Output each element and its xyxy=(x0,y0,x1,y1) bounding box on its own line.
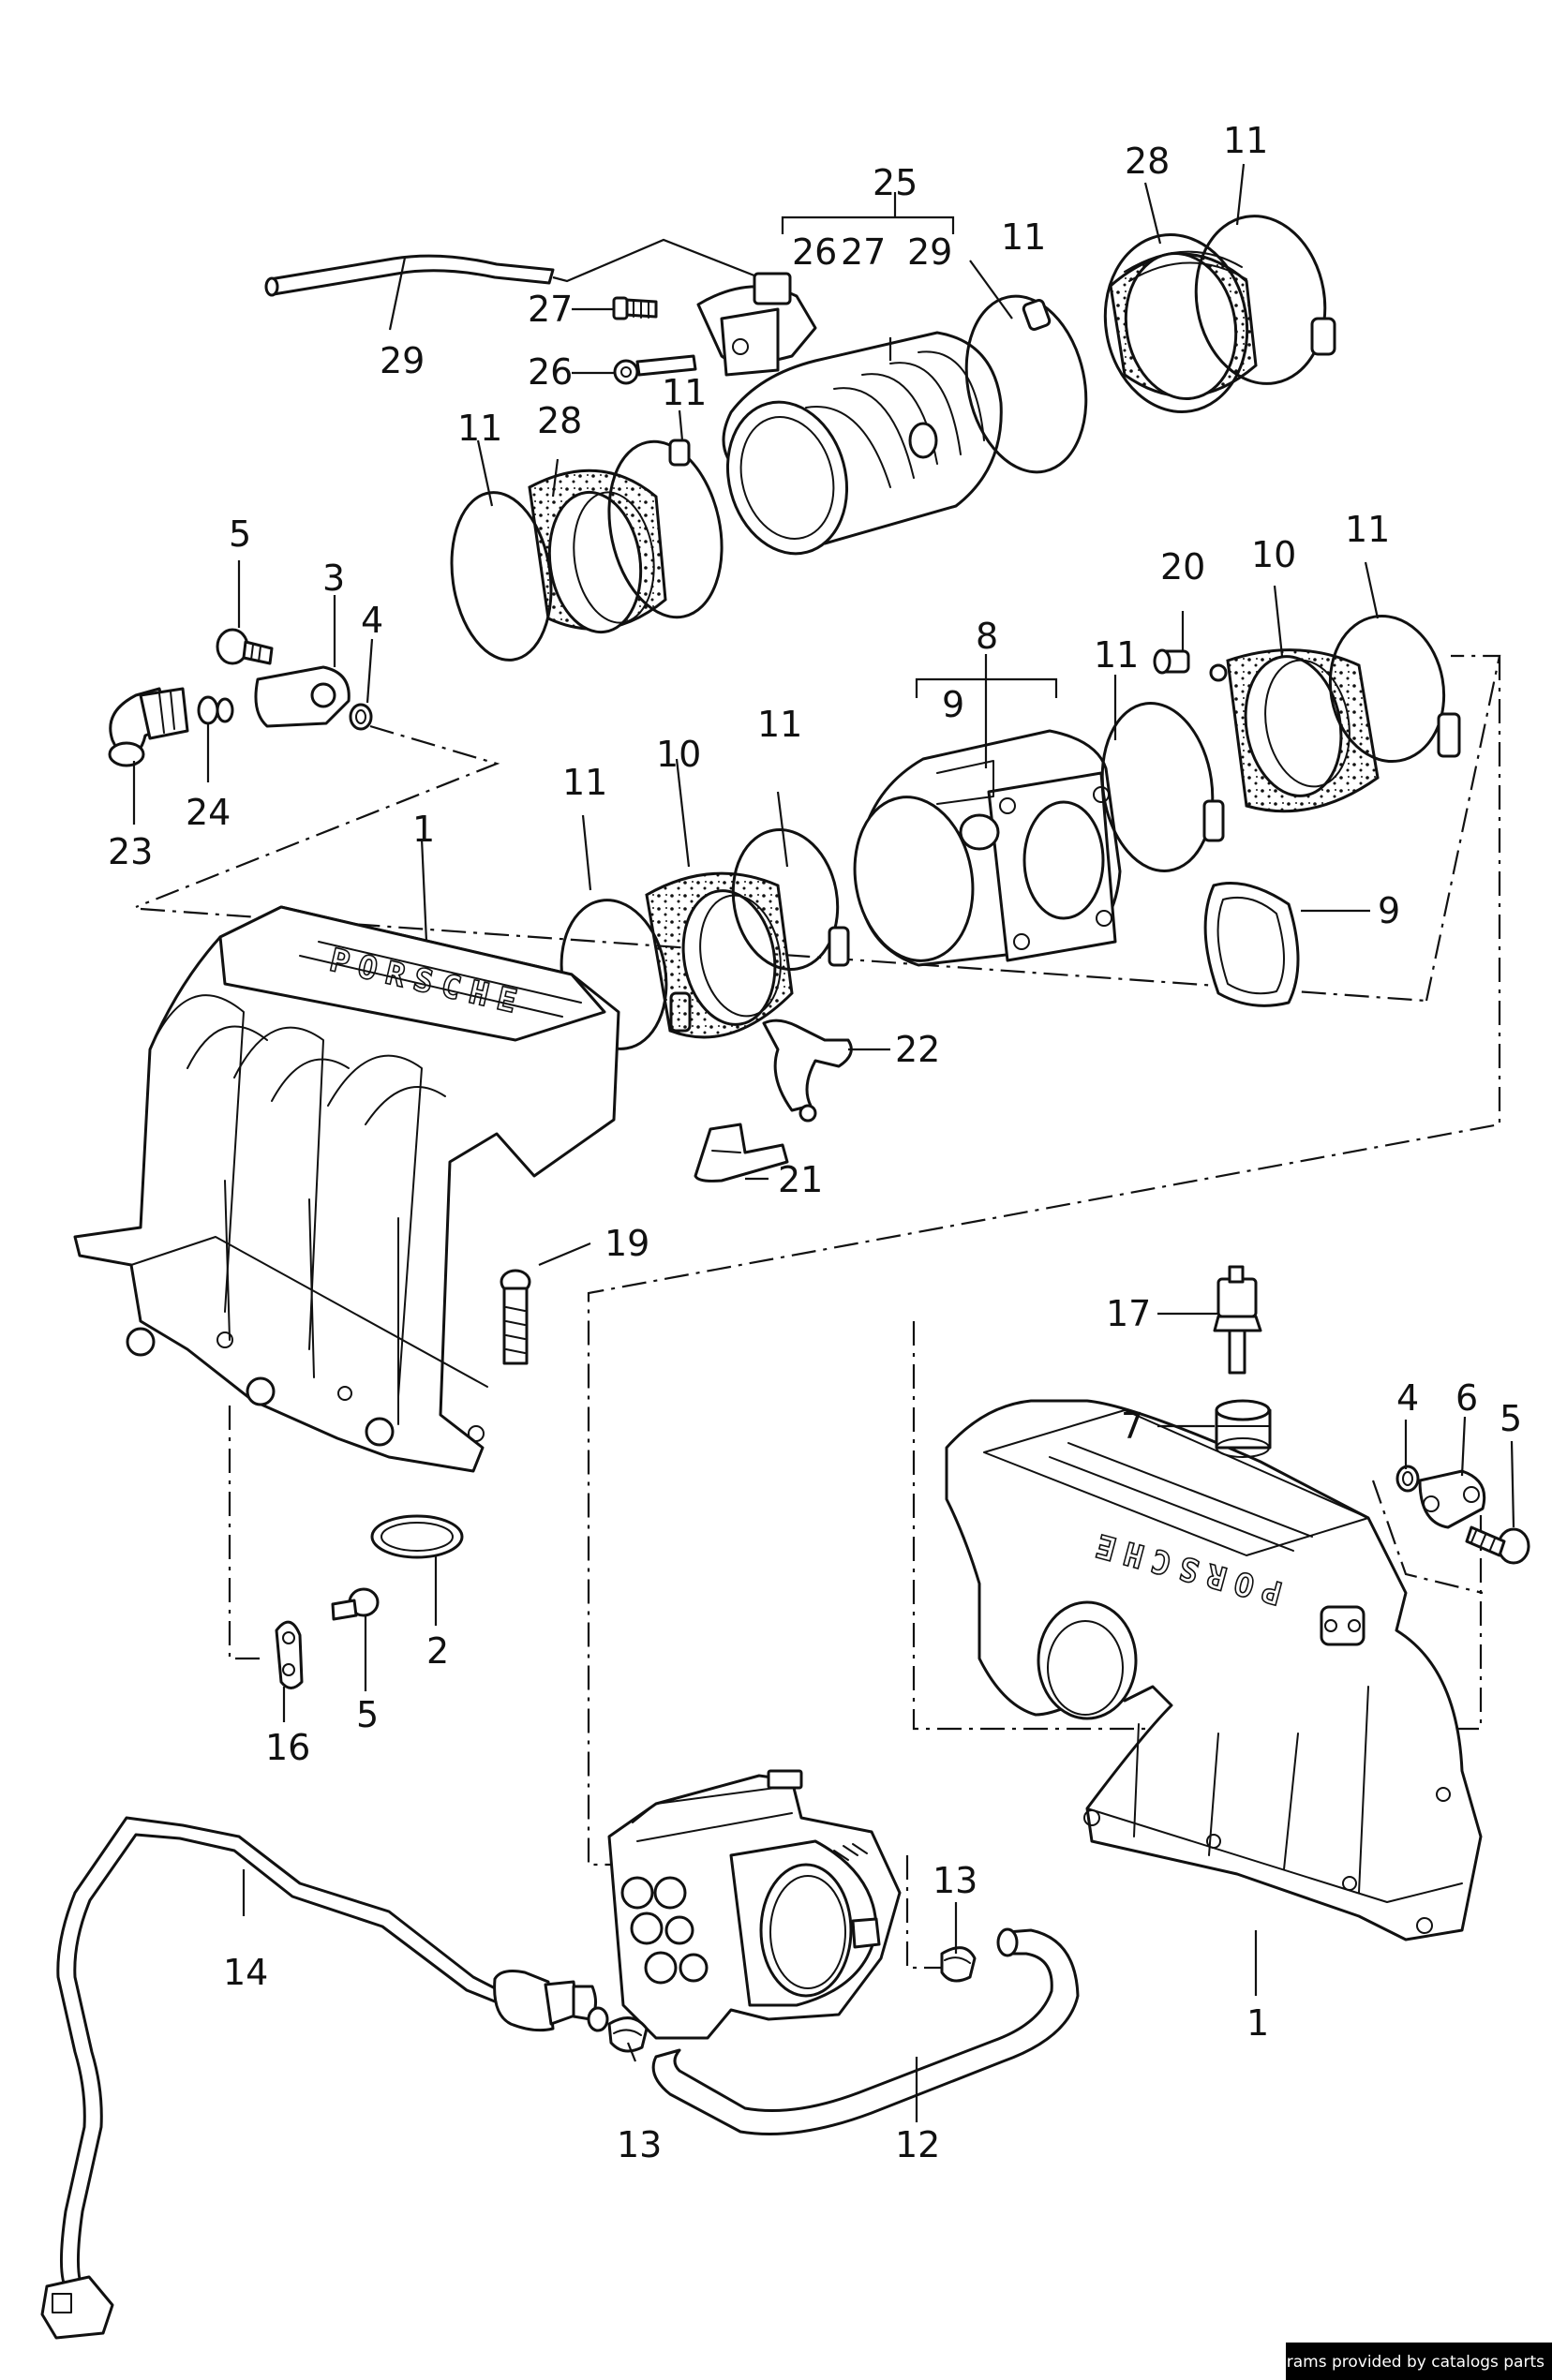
label-part-24: 24 xyxy=(186,792,231,833)
seal-ring-4-right xyxy=(1395,1465,1420,1493)
temp-sensor-17 xyxy=(1213,1265,1262,1375)
hose-12 xyxy=(651,1927,1080,2135)
intake-bellows-hose xyxy=(722,331,1003,556)
vent-hose-29 xyxy=(264,238,769,297)
label-part-9: 9 xyxy=(1378,890,1400,931)
label-part-29: 29 xyxy=(907,231,952,273)
bolt-19 xyxy=(500,1269,531,1365)
label-part-28: 28 xyxy=(1125,141,1170,182)
hose-clamp-11-top-right xyxy=(1194,215,1336,385)
label-part-19: 19 xyxy=(604,1223,649,1264)
label-part-26: 26 xyxy=(792,231,837,273)
label-part-8: 8 xyxy=(976,616,998,657)
o-ring-2 xyxy=(370,1514,464,1559)
throttle-body xyxy=(607,1769,902,2040)
label-part-5: 5 xyxy=(229,513,251,555)
hose-clamp-11-left-2 xyxy=(607,439,724,619)
label-part-9: 9 xyxy=(942,684,964,725)
label-part-21: 21 xyxy=(778,1159,823,1200)
label-part-23: 23 xyxy=(108,831,153,872)
label-part-3: 3 xyxy=(322,558,345,599)
label-part-11: 11 xyxy=(1094,634,1139,676)
label-part-11: 11 xyxy=(457,408,502,449)
label-part-11: 11 xyxy=(1345,509,1390,550)
adapter-housing-8 xyxy=(853,729,1122,967)
label-part-26: 26 xyxy=(528,351,573,393)
intake-boot-28-top xyxy=(1103,233,1258,413)
label-part-4: 4 xyxy=(361,600,383,641)
clamp-13-right xyxy=(940,1946,977,1983)
pin-20 xyxy=(1153,648,1228,682)
idle-air-valve-25 xyxy=(696,272,817,377)
clamp-13-left xyxy=(607,2016,649,2053)
label-part-2: 2 xyxy=(426,1630,449,1672)
credit-banner: Diagrams provided by catalogs parts xyxy=(1250,2343,1552,2380)
label-part-1: 1 xyxy=(1246,2002,1269,2044)
label-part-29: 29 xyxy=(380,340,425,381)
hose-clamp-11-mid-right xyxy=(731,828,850,971)
label-part-13: 13 xyxy=(617,2124,662,2165)
intake-boot-10-right xyxy=(1226,648,1380,813)
gasket-9 xyxy=(1203,882,1300,1007)
label-part-1: 1 xyxy=(412,809,435,850)
label-part-27: 27 xyxy=(841,231,886,273)
bolt-5-right xyxy=(1465,1525,1530,1565)
credit-text: Diagrams provided by catalogs parts xyxy=(1249,2353,1545,2372)
intake-boot-28-left xyxy=(528,469,667,634)
label-part-28: 28 xyxy=(537,400,582,441)
callout-labels: 29 27 26 25 26 27 29 11 28 11 11 11 28 5… xyxy=(108,120,1522,2165)
hose-clamp-11-top-mid xyxy=(964,294,1088,474)
intake-manifold-1-right: PORSCHE xyxy=(945,1399,1483,1941)
label-part-12: 12 xyxy=(895,2124,940,2165)
flange-6 xyxy=(1418,1469,1486,1529)
label-part-7: 7 xyxy=(1121,1406,1143,1447)
screw-26 xyxy=(613,354,697,385)
elbow-fitting-23 xyxy=(108,687,189,767)
bolt-5-left xyxy=(216,628,274,665)
label-part-6: 6 xyxy=(1455,1377,1478,1419)
bracket-21 xyxy=(694,1123,789,1183)
label-part-10: 10 xyxy=(656,734,701,775)
bolt-5-bottom-left xyxy=(331,1587,380,1621)
o-ring-24 xyxy=(197,695,234,725)
label-part-27: 27 xyxy=(528,289,573,330)
label-part-5: 5 xyxy=(356,1694,379,1735)
label-part-17: 17 xyxy=(1106,1293,1151,1334)
grommet-7 xyxy=(1215,1399,1272,1458)
hose-clamp-11-right xyxy=(1328,614,1461,764)
seal-ring-4-left xyxy=(349,703,373,731)
screw-27 xyxy=(612,296,658,320)
label-part-25: 25 xyxy=(873,162,918,203)
label-part-13: 13 xyxy=(933,1860,977,1901)
label-part-20: 20 xyxy=(1160,546,1205,588)
leader-lines xyxy=(132,163,1515,2122)
label-part-11: 11 xyxy=(1223,120,1268,161)
vent-line-14 xyxy=(40,1816,609,2340)
label-part-4: 4 xyxy=(1396,1377,1419,1419)
hose-clamp-11-mid-2 xyxy=(1100,702,1225,872)
flange-3 xyxy=(254,665,351,728)
label-part-11: 11 xyxy=(662,372,707,413)
intake-manifold-1-left: PORSCHE xyxy=(73,905,620,1473)
label-part-22: 22 xyxy=(895,1029,940,1070)
label-part-16: 16 xyxy=(265,1727,310,1768)
bracket-16 xyxy=(275,1620,304,1689)
label-part-11: 11 xyxy=(1001,216,1046,258)
label-part-11: 11 xyxy=(757,704,802,745)
label-part-5: 5 xyxy=(1500,1398,1522,1439)
label-part-14: 14 xyxy=(223,1952,268,1993)
intake-boot-10-mid xyxy=(645,871,794,1039)
label-part-11: 11 xyxy=(562,762,607,803)
label-part-10: 10 xyxy=(1251,534,1296,575)
clip-22 xyxy=(762,1019,853,1123)
